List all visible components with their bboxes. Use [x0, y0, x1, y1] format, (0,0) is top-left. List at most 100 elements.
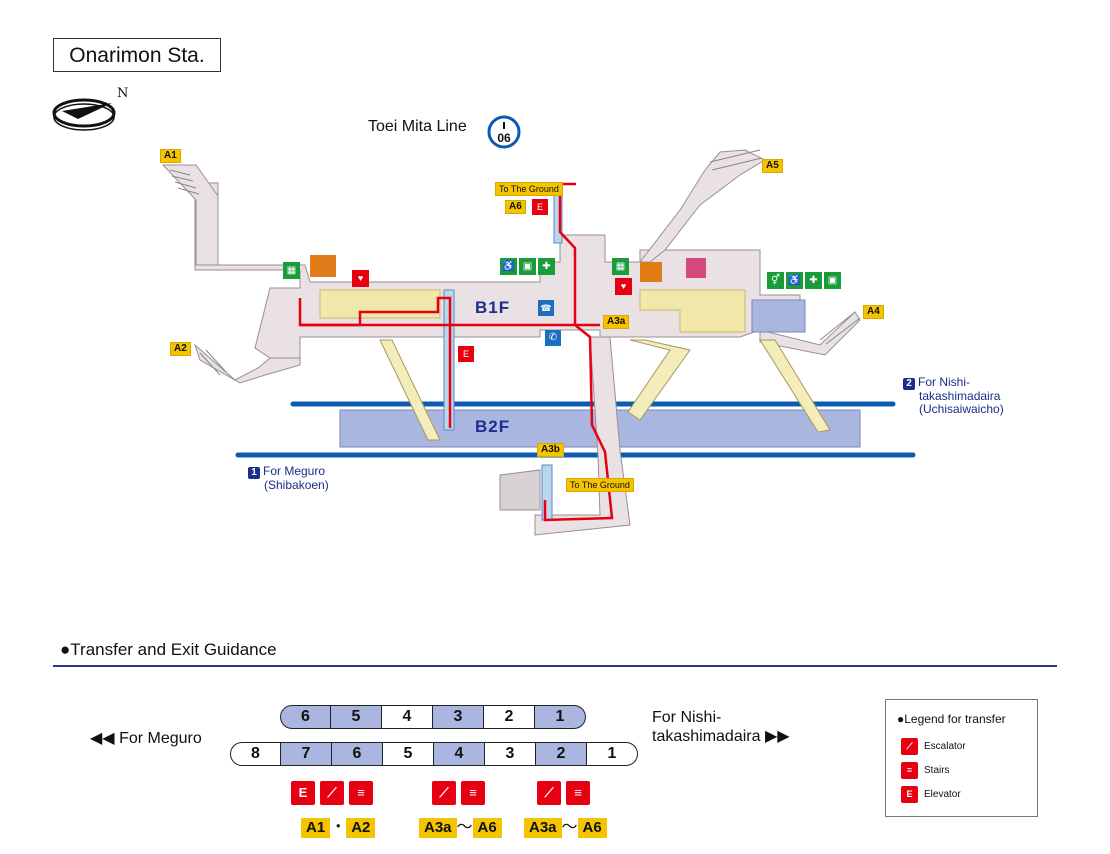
- b1f-platform-right: [751, 299, 806, 333]
- exit-pill-a: A3a: [524, 818, 562, 838]
- accessible-icon: ♿: [500, 258, 517, 275]
- toilet-icon: ⚥: [767, 272, 784, 289]
- north-label: N: [117, 86, 129, 101]
- a1-passage: [161, 164, 219, 266]
- ticket-machine-right-icon: ▦: [612, 258, 629, 275]
- floor-label-b1f: B1F: [475, 298, 511, 317]
- line-name: Toei Mita Line: [368, 118, 467, 135]
- direction-nishi-num: 2: [903, 378, 915, 390]
- a3b-stairs: [499, 469, 541, 511]
- car-number: 2: [536, 742, 587, 766]
- b1f-fare-zone-left: [319, 289, 441, 319]
- elevator-a6-icon: E: [532, 199, 548, 215]
- transfer-group-3: ⟋ ≡ A3a～A6: [524, 781, 607, 838]
- exit-separator: ・: [330, 819, 347, 836]
- elevator-shaft-a3b: [541, 464, 553, 521]
- phone-icon: ✆: [545, 330, 561, 346]
- exit-pill-b: A2: [346, 818, 376, 838]
- bullet-icon: ●: [897, 712, 905, 726]
- a2-passage: [193, 343, 301, 384]
- ticket-machine-icon: ▦: [283, 262, 300, 279]
- ostomate-icon: ▣: [519, 258, 536, 275]
- exit-pill-a: A1: [301, 818, 331, 838]
- car-number: 6: [280, 705, 331, 729]
- stairs-icon: ≡: [349, 781, 373, 805]
- exit-pill-b: A6: [472, 818, 502, 838]
- legend-item-elevator: E Elevator: [901, 786, 961, 803]
- accessible-toilet-icon: ♿: [786, 272, 803, 289]
- exit-tag-a5: A5: [762, 159, 783, 173]
- escalator-icon: ⟋: [901, 738, 918, 755]
- legend-title: ●Legend for transfer: [897, 712, 1006, 726]
- car-number: 8: [230, 742, 281, 766]
- to-ground-a3b: To The Ground: [566, 478, 634, 492]
- restroom-icons-center: ♿ ▣ ✚: [500, 258, 555, 275]
- stairs-icon: ≡: [461, 781, 485, 805]
- exit-pill-b: A6: [577, 818, 607, 838]
- stairs-icon: ≡: [566, 781, 590, 805]
- car-number: 1: [535, 705, 586, 729]
- legend-item-escalator: ⟋ Escalator: [901, 738, 966, 755]
- car-number: 1: [587, 742, 638, 766]
- guidance-right-label: For Nishi- takashimadaira ▶▶: [652, 708, 790, 746]
- direction-meguro-line1: For Meguro: [263, 464, 326, 478]
- to-ground-a6: To The Ground: [495, 182, 563, 196]
- exit-tag-a2: A2: [170, 342, 191, 356]
- legend-label: Elevator: [924, 789, 961, 800]
- legend-label: Escalator: [924, 741, 966, 752]
- direction-nishi-line1: For Nishi-: [918, 375, 971, 389]
- exit-pill-a: A3a: [419, 818, 457, 838]
- stairs-b1-b2-center: [627, 339, 691, 421]
- exit-tag-a6: A6: [505, 200, 526, 214]
- route-right: [543, 182, 614, 522]
- elevator-icon: E: [901, 786, 918, 803]
- ostomate-right-icon: ▣: [824, 272, 841, 289]
- car-number: 3: [433, 705, 484, 729]
- locker-icon: [686, 258, 706, 278]
- exit-tag-a4: A4: [863, 305, 884, 319]
- double-right-arrow-icon: ▶▶: [764, 728, 790, 745]
- b1f-fare-zone-right: [639, 289, 746, 333]
- double-left-arrow-icon: ◀◀: [90, 730, 115, 747]
- station-office-right-icon: [640, 262, 662, 282]
- car-number: 2: [484, 705, 535, 729]
- aed-icon: ♥: [352, 270, 369, 287]
- baby-seat-right-icon: ✚: [805, 272, 822, 289]
- a5-passage: [638, 149, 767, 263]
- guidance-title-text: Transfer and Exit Guidance: [70, 640, 277, 659]
- station-name: Onarimon Sta.: [53, 38, 221, 72]
- baby-seat-icon: ✚: [538, 258, 555, 275]
- guidance-left-label: ◀◀ For Meguro: [90, 728, 202, 748]
- restroom-icons-right: ⚥ ♿ ✚ ▣: [767, 272, 841, 289]
- transfer-group-1: E ⟋ ≡ A1・A2: [291, 781, 378, 838]
- car-number: 6: [332, 742, 383, 766]
- car-number: 4: [382, 705, 433, 729]
- direction-meguro-line2: (Shibakoen): [264, 478, 329, 492]
- section-divider: [53, 665, 1057, 667]
- escalator-icon: ⟋: [537, 781, 561, 805]
- stairs-b1-b2-left: [379, 339, 441, 441]
- exit-separator: ～: [561, 819, 578, 836]
- transfer-group-2: ⟋ ≡ A3a～A6: [419, 781, 502, 838]
- escalator-icon: ⟋: [320, 781, 344, 805]
- car-number: 5: [331, 705, 382, 729]
- guidance-title: ●Transfer and Exit Guidance: [60, 640, 277, 660]
- legend-item-stairs: ≡Stairs: [901, 762, 950, 779]
- direction-meguro-num: 1: [248, 467, 260, 479]
- station-map: [161, 149, 916, 536]
- compass-icon: [52, 98, 116, 131]
- car-number: 5: [383, 742, 434, 766]
- station-office-icon: [310, 255, 336, 277]
- elevator-icon: E: [291, 781, 315, 805]
- exit-tag-a3b: A3b: [537, 443, 564, 457]
- direction-nishi-line3: (Uchisaiwaicho): [919, 402, 1004, 416]
- car-number: 3: [485, 742, 536, 766]
- bullet-icon: ●: [60, 640, 71, 659]
- legend-title-text: Legend for transfer: [904, 712, 1006, 726]
- legend: ●Legend for transfer ⟋Escalator ≡Stairs …: [885, 699, 1038, 817]
- car-number: 7: [281, 742, 332, 766]
